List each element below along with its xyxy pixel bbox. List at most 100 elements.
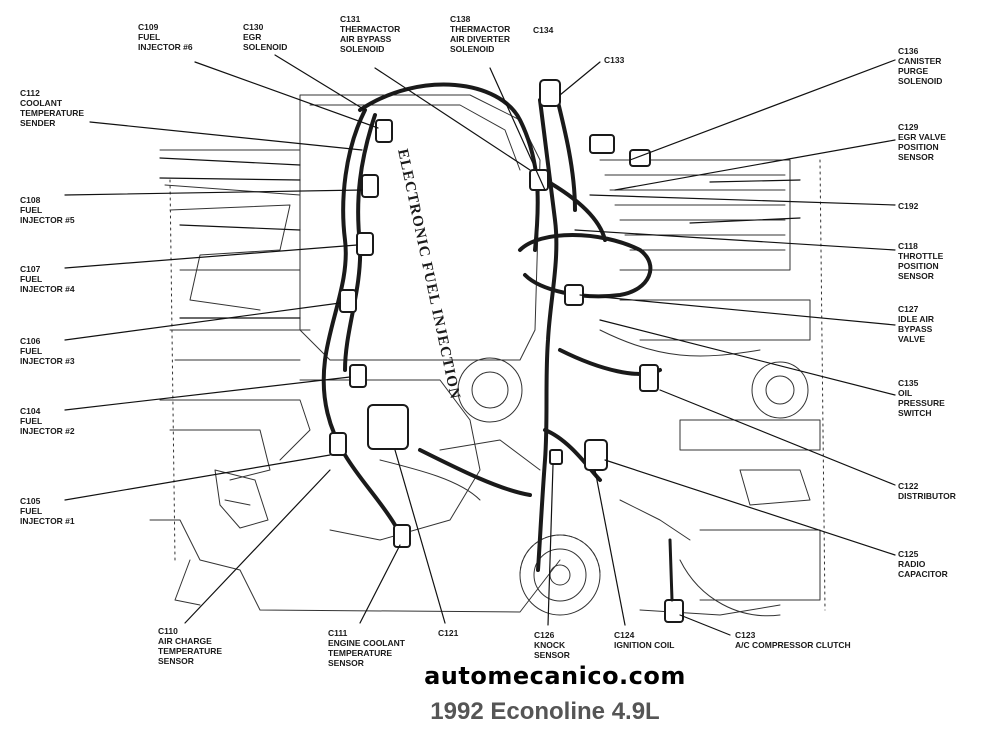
label-c125-line1: RADIO [898, 559, 926, 569]
wiring-harness [321, 82, 662, 572]
label-c131-id: C131 [340, 14, 361, 24]
label-c109: C109 FUEL INJECTOR #6 [138, 22, 193, 52]
label-c112-line2: TEMPERATURE [20, 108, 85, 118]
label-c110-id: C110 [158, 626, 178, 636]
label-c112-line1: COOLANT [20, 98, 63, 108]
label-c192-id: C192 [898, 201, 919, 211]
label-c129-line3: SENSOR [898, 152, 934, 162]
label-c111-line1: ENGINE COOLANT [328, 638, 405, 648]
label-c131-line2: AIR BYPASS [340, 34, 392, 44]
label-c126-line1: KNOCK [534, 640, 566, 650]
label-c123-id: C123 [735, 630, 756, 640]
leader-lines [64, 54, 896, 636]
label-c112-line3: SENDER [20, 118, 56, 128]
label-c107-line1: FUEL [20, 274, 43, 284]
label-c131: C131 THERMACTOR AIR BYPASS SOLENOID [340, 14, 400, 54]
label-c109-id: C109 [138, 22, 159, 32]
label-c111-id: C111 [328, 628, 348, 638]
label-c127-line2: BYPASS [898, 324, 933, 334]
label-c133: C133 [604, 55, 624, 65]
label-c109-line1: FUEL [138, 32, 161, 42]
label-c138-line3: SOLENOID [450, 44, 495, 54]
label-c130-line2: SOLENOID [243, 42, 288, 52]
label-c125-line2: CAPACITOR [898, 569, 948, 579]
label-c107: C107 FUEL INJECTOR #4 [20, 264, 75, 294]
label-c108-line2: INJECTOR #5 [20, 215, 75, 225]
plenum-lettering: ELECTRONIC FUEL INJECTION [394, 148, 463, 402]
label-c131-line3: SOLENOID [340, 44, 385, 54]
label-c135: C135 OIL PRESSURE SWITCH [898, 378, 945, 418]
label-c107-line2: INJECTOR #4 [20, 284, 75, 294]
label-c111: C111 ENGINE COOLANT TEMPERATURE SENSOR [328, 628, 405, 668]
label-c127-id: C127 [898, 304, 919, 314]
label-c106-id: C106 [20, 336, 41, 346]
label-c123-line1: A/C COMPRESSOR CLUTCH [735, 640, 851, 650]
label-c112-id: C112 [20, 88, 40, 98]
label-c134-id: C134 [533, 25, 554, 35]
label-c104-line1: FUEL [20, 416, 43, 426]
label-c122-line1: DISTRIBUTOR [898, 491, 956, 501]
label-c125-id: C125 [898, 549, 919, 559]
label-c129: C129 EGR VALVE POSITION SENSOR [898, 122, 946, 162]
label-c104: C104 FUEL INJECTOR #2 [20, 406, 75, 436]
label-c126: C126 KNOCK SENSOR [534, 630, 570, 660]
label-c133-id: C133 [604, 55, 625, 65]
label-c106: C106 FUEL INJECTOR #3 [20, 336, 75, 366]
label-c104-id: C104 [20, 406, 41, 416]
label-c135-line2: PRESSURE [898, 398, 945, 408]
label-c118: C118 THROTTLE POSITION SENSOR [898, 241, 943, 281]
label-c124-line1: IGNITION COIL [614, 640, 675, 650]
label-c123: C123 A/C COMPRESSOR CLUTCH [735, 630, 851, 650]
label-c131-line1: THERMACTOR [340, 24, 401, 34]
plenum-lettering-group: ELECTRONIC FUEL INJECTION [394, 148, 463, 402]
label-c136-id: C136 [898, 46, 919, 56]
label-c130-id: C130 [243, 22, 264, 32]
label-c110-line3: SENSOR [158, 656, 194, 666]
label-c124: C124 IGNITION COIL [614, 630, 674, 650]
label-c106-line2: INJECTOR #3 [20, 356, 75, 366]
label-c104-line2: INJECTOR #2 [20, 426, 75, 436]
label-c127: C127 IDLE AIR BYPASS VALVE [898, 304, 934, 344]
label-c118-line2: POSITION [898, 261, 939, 271]
label-c110-line2: TEMPERATURE [158, 646, 223, 656]
label-c138: C138 THERMACTOR AIR DIVERTER SOLENOID [450, 14, 510, 54]
label-c126-line2: SENSOR [534, 650, 570, 660]
label-c105-id: C105 [20, 496, 41, 506]
label-c138-line2: AIR DIVERTER [450, 34, 510, 44]
label-c135-id: C135 [898, 378, 919, 388]
label-c134: C134 [533, 25, 553, 35]
label-c105: C105 FUEL INJECTOR #1 [20, 496, 75, 526]
label-c111-line2: TEMPERATURE [328, 648, 393, 658]
diagram-subtitle: 1992 Econoline 4.9L [430, 698, 660, 725]
label-c136-line2: PURGE [898, 66, 929, 76]
label-c136: C136 CANISTER PURGE SOLENOID [898, 46, 942, 86]
label-c127-line3: VALVE [898, 334, 926, 344]
label-c124-id: C124 [614, 630, 635, 640]
label-c130-line1: EGR [243, 32, 262, 42]
label-c108-id: C108 [20, 195, 41, 205]
label-c135-line1: OIL [898, 388, 913, 398]
label-c122-id: C122 [898, 481, 919, 491]
label-c122: C122 DISTRIBUTOR [898, 481, 956, 501]
label-c130: C130 EGR SOLENOID [243, 22, 287, 52]
label-c118-line1: THROTTLE [898, 251, 944, 261]
label-c110-line1: AIR CHARGE [158, 636, 212, 646]
label-c136-line1: CANISTER [898, 56, 942, 66]
label-c136-line3: SOLENOID [898, 76, 943, 86]
label-c127-line1: IDLE AIR [898, 314, 935, 324]
label-c118-line3: SENSOR [898, 271, 934, 281]
label-c138-line1: THERMACTOR [450, 24, 511, 34]
label-c105-line1: FUEL [20, 506, 43, 516]
label-c108: C108 FUEL INJECTOR #5 [20, 195, 75, 225]
label-c129-line2: POSITION [898, 142, 939, 152]
label-c135-line3: SWITCH [898, 408, 932, 418]
label-c118-id: C118 [898, 241, 918, 251]
label-c129-line1: EGR VALVE [898, 132, 946, 142]
label-c112: C112 COOLANT TEMPERATURE SENDER [20, 88, 84, 128]
label-c121: C121 [438, 628, 458, 638]
label-c125: C125 RADIO CAPACITOR [898, 549, 948, 579]
engine-block-sketch [149, 94, 826, 617]
label-c129-id: C129 [898, 122, 919, 132]
label-c126-id: C126 [534, 630, 555, 640]
